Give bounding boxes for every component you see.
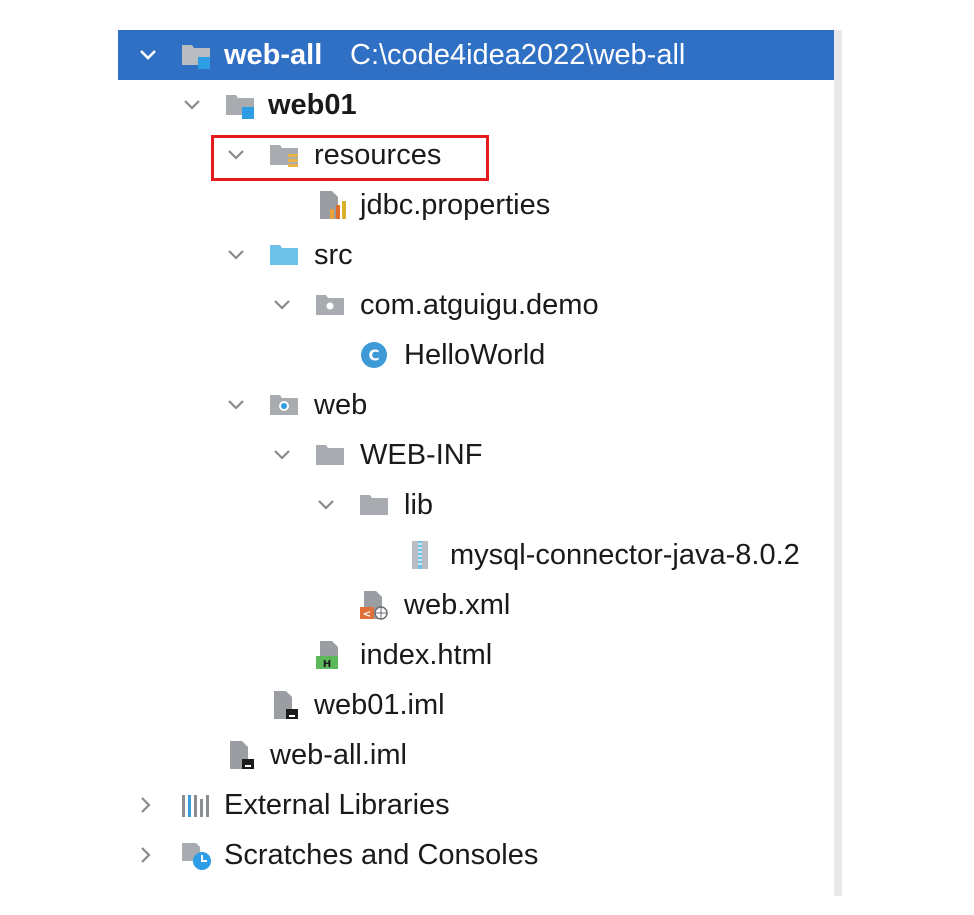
vertical-scrollbar[interactable]: [834, 30, 842, 896]
svg-text:C: C: [368, 347, 379, 365]
chevron-down-icon[interactable]: [224, 243, 248, 267]
chevron-down-icon[interactable]: [224, 143, 248, 167]
tree-item-package[interactable]: com.atguigu.demo: [118, 280, 834, 330]
chevron-down-icon[interactable]: [224, 393, 248, 417]
resources-folder-icon: [268, 139, 300, 171]
folder-icon: [314, 439, 346, 471]
project-path: C:\code4idea2022\web-all: [350, 39, 686, 71]
tree-item-label: WEB-INF: [360, 439, 483, 471]
chevron-down-icon[interactable]: [180, 93, 204, 117]
tree-item-jdbc-properties[interactable]: jdbc.properties: [118, 180, 834, 230]
tree-item-external-libraries[interactable]: External Libraries: [118, 780, 834, 830]
html-file-icon: H: [314, 639, 346, 671]
tree-item-label: HelloWorld: [404, 339, 546, 371]
chevron-down-icon[interactable]: [270, 443, 294, 467]
svg-text:<: <: [363, 609, 371, 620]
scratches-icon: [180, 839, 212, 871]
project-tree: web-all C:\code4idea2022\web-all web01 r…: [118, 30, 834, 896]
jar-archive-icon: [404, 539, 436, 571]
tree-item-label: web: [314, 389, 368, 421]
tree-item-web01-iml[interactable]: web01.iml: [118, 680, 834, 730]
tree-item-web-inf[interactable]: WEB-INF: [118, 430, 834, 480]
tree-item-label: External Libraries: [224, 789, 450, 821]
xml-file-icon: <: [358, 589, 390, 621]
tree-item-label: resources: [314, 139, 442, 171]
web-folder-icon: [268, 389, 300, 421]
tree-item-label: web01: [268, 89, 357, 121]
chevron-down-icon[interactable]: [314, 493, 338, 517]
tree-item-src[interactable]: src: [118, 230, 834, 280]
tree-item-label: jdbc.properties: [360, 189, 551, 221]
chevron-right-icon[interactable]: [134, 793, 158, 817]
tree-item-web-all[interactable]: web-all C:\code4idea2022\web-all: [118, 30, 834, 80]
tree-item-index-html[interactable]: H index.html: [118, 630, 834, 680]
svg-text:H: H: [323, 659, 331, 670]
package-icon: [314, 289, 346, 321]
chevron-right-icon[interactable]: [134, 843, 158, 867]
tree-item-label: web01.iml: [314, 689, 445, 721]
tree-item-label: com.atguigu.demo: [360, 289, 599, 321]
tree-item-label: index.html: [360, 639, 493, 671]
tree-item-web-xml[interactable]: < web.xml: [118, 580, 834, 630]
tree-item-resources[interactable]: resources: [118, 130, 834, 180]
java-class-icon: C: [358, 339, 390, 371]
source-folder-icon: [268, 239, 300, 271]
tree-item-lib[interactable]: lib: [118, 480, 834, 530]
tree-item-label: mysql-connector-java-8.0.2: [450, 539, 800, 571]
module-folder-icon: [224, 89, 256, 121]
tree-item-label: src: [314, 239, 353, 271]
tree-item-label: web-all.iml: [270, 739, 407, 771]
tree-item-web01[interactable]: web01: [118, 80, 834, 130]
tree-item-helloworld[interactable]: C HelloWorld: [118, 330, 834, 380]
libraries-icon: [180, 789, 212, 821]
module-folder-icon: [180, 39, 212, 71]
tree-item-mysql-jar[interactable]: mysql-connector-java-8.0.2: [118, 530, 834, 580]
tree-item-scratches[interactable]: Scratches and Consoles: [118, 830, 834, 880]
folder-icon: [358, 489, 390, 521]
iml-file-icon: [270, 689, 302, 721]
chevron-down-icon[interactable]: [136, 43, 160, 67]
tree-item-web[interactable]: web: [118, 380, 834, 430]
iml-file-icon: [226, 739, 258, 771]
tree-item-label: lib: [404, 489, 434, 521]
tree-item-label: web.xml: [404, 589, 511, 621]
tree-item-web-all-iml[interactable]: web-all.iml: [118, 730, 834, 780]
tree-item-label: Scratches and Consoles: [224, 839, 539, 871]
properties-file-icon: [316, 189, 348, 221]
tree-item-label: web-all: [224, 39, 323, 71]
chevron-down-icon[interactable]: [270, 293, 294, 317]
